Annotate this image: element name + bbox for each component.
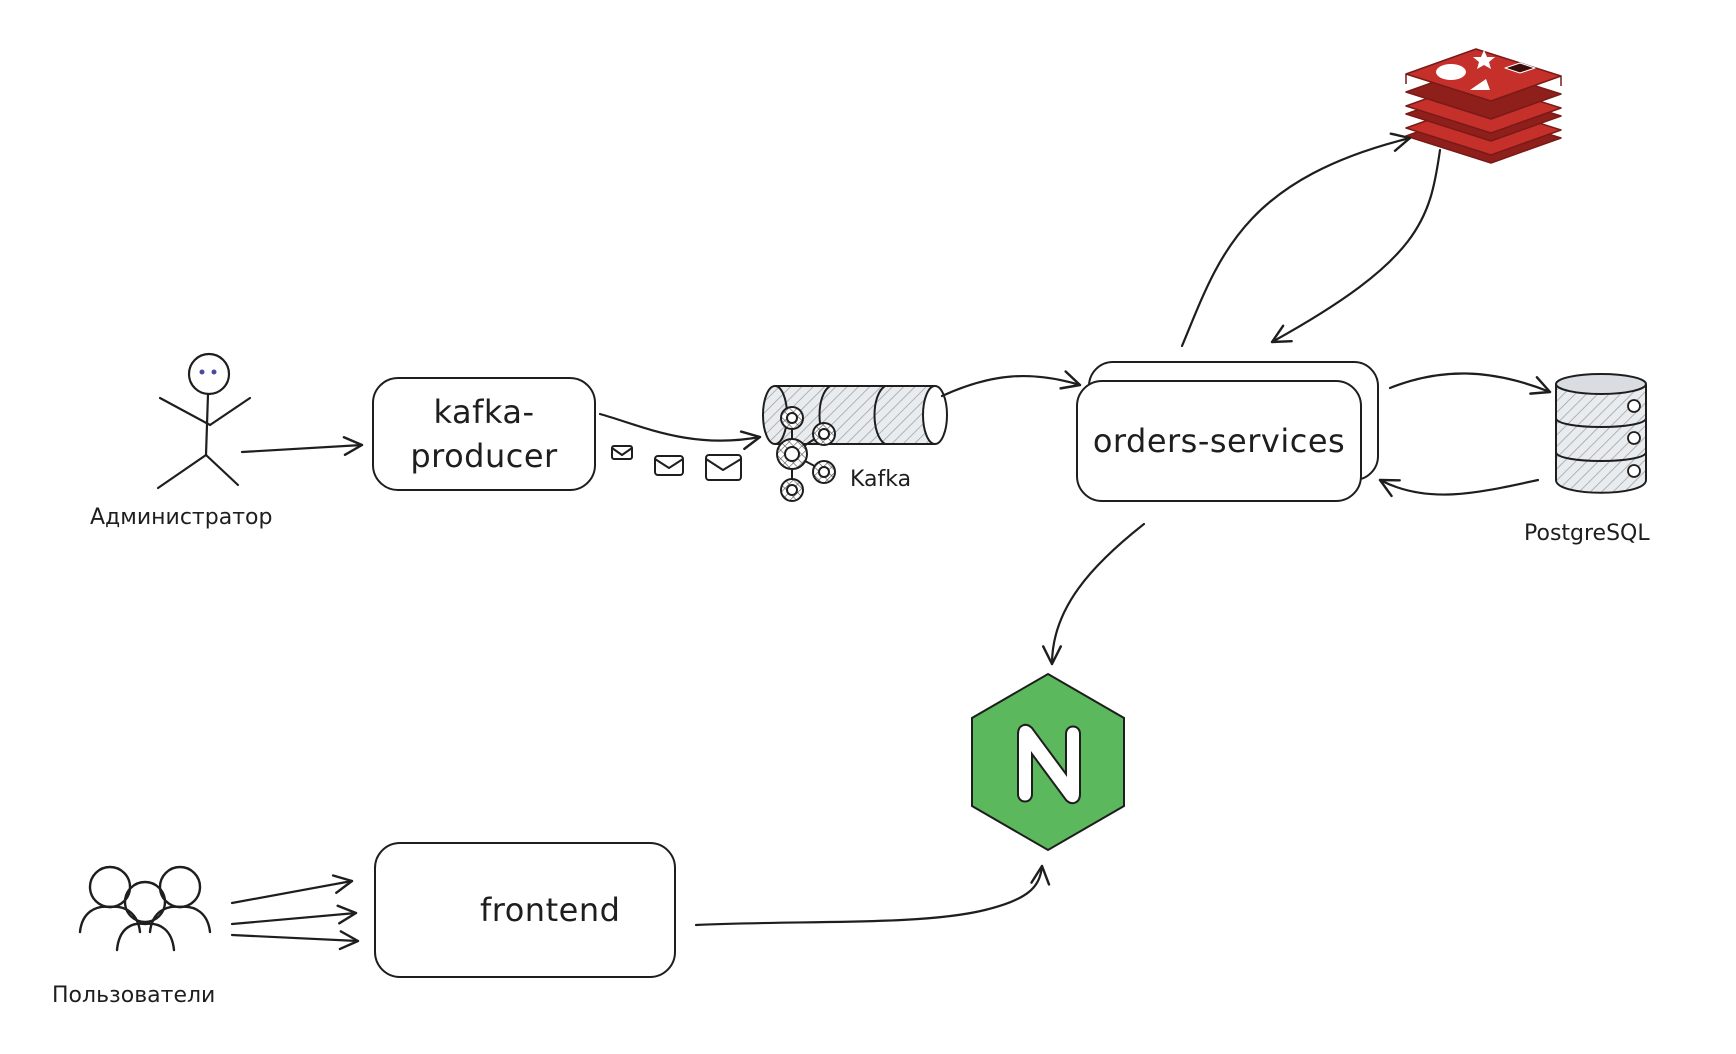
kafka-producer-label-line1: kafka- bbox=[433, 393, 535, 431]
arrow-orders-to-redis bbox=[1180, 132, 1412, 348]
arrow-admin-to-producer bbox=[240, 436, 364, 457]
admin-stick-figure-icon bbox=[156, 352, 252, 490]
arrow-users-to-frontend-1 bbox=[230, 874, 354, 905]
admin-label: Администратор bbox=[90, 505, 273, 530]
kafka-producer-box[interactable]: kafka- producer bbox=[372, 377, 596, 491]
frontend-label: frontend bbox=[480, 891, 621, 929]
arrow-postgres-to-orders bbox=[1378, 478, 1540, 498]
frontend-box[interactable]: frontend bbox=[374, 842, 676, 978]
kafka-producer-label: kafka- producer bbox=[410, 390, 557, 478]
arrow-users-to-frontend-2 bbox=[230, 904, 358, 926]
arrow-redis-to-orders bbox=[1270, 148, 1442, 344]
arrow-users-to-frontend-3 bbox=[230, 930, 360, 951]
users-label: Пользователи bbox=[52, 983, 216, 1008]
arrow-frontend-to-nginx bbox=[694, 864, 1051, 927]
orders-services-box[interactable]: orders-services bbox=[1076, 380, 1362, 502]
arrow-orders-to-postgres bbox=[1388, 372, 1552, 395]
redis-logo-icon bbox=[1405, 48, 1562, 164]
kafka-logo-icon bbox=[776, 406, 836, 502]
arrow-orders-to-nginx bbox=[1042, 522, 1146, 666]
arrow-kafka-to-orders bbox=[940, 370, 1082, 398]
kafka-producer-label-line2: producer bbox=[410, 437, 558, 475]
kafka-label: Kafka bbox=[850, 467, 912, 492]
message-envelopes-icon bbox=[611, 445, 742, 481]
arrow-producer-to-kafka bbox=[598, 412, 762, 451]
users-group-icon bbox=[78, 865, 212, 952]
postgresql-database-icon bbox=[1555, 373, 1647, 494]
orders-services-label: orders-services bbox=[1092, 422, 1346, 460]
nginx-logo-icon bbox=[971, 672, 1125, 852]
postgresql-label: PostgreSQL bbox=[1524, 521, 1650, 546]
